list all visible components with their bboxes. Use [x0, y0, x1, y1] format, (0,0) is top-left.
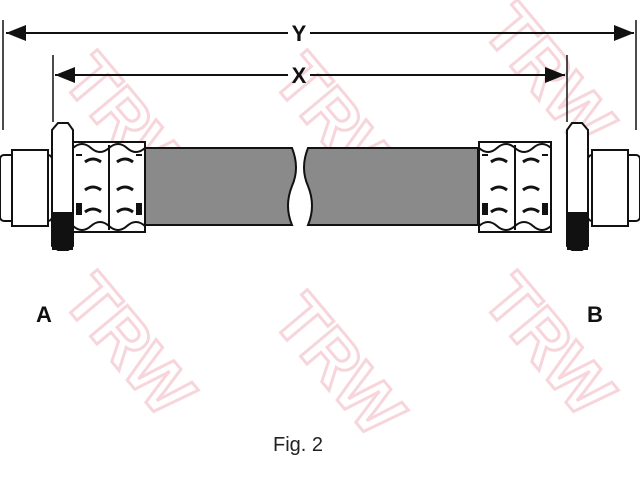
- watermark-text: TRW: [469, 260, 630, 431]
- figure-caption: Fig. 2: [273, 434, 323, 456]
- end-b-label: B: [587, 302, 603, 327]
- dimension-x-label: X: [292, 63, 307, 88]
- dimension-y-label: Y: [292, 21, 307, 46]
- right-fitting: [477, 122, 640, 251]
- left-fitting: [0, 122, 147, 251]
- hose: [144, 147, 479, 226]
- watermark-text: TRW: [469, 0, 630, 161]
- watermark-text: TRW: [259, 280, 420, 451]
- end-a-label: A: [36, 302, 52, 327]
- watermark-text: TRW: [49, 260, 210, 431]
- dimension-x: X: [52, 55, 568, 122]
- dimension-y: Y: [2, 20, 637, 130]
